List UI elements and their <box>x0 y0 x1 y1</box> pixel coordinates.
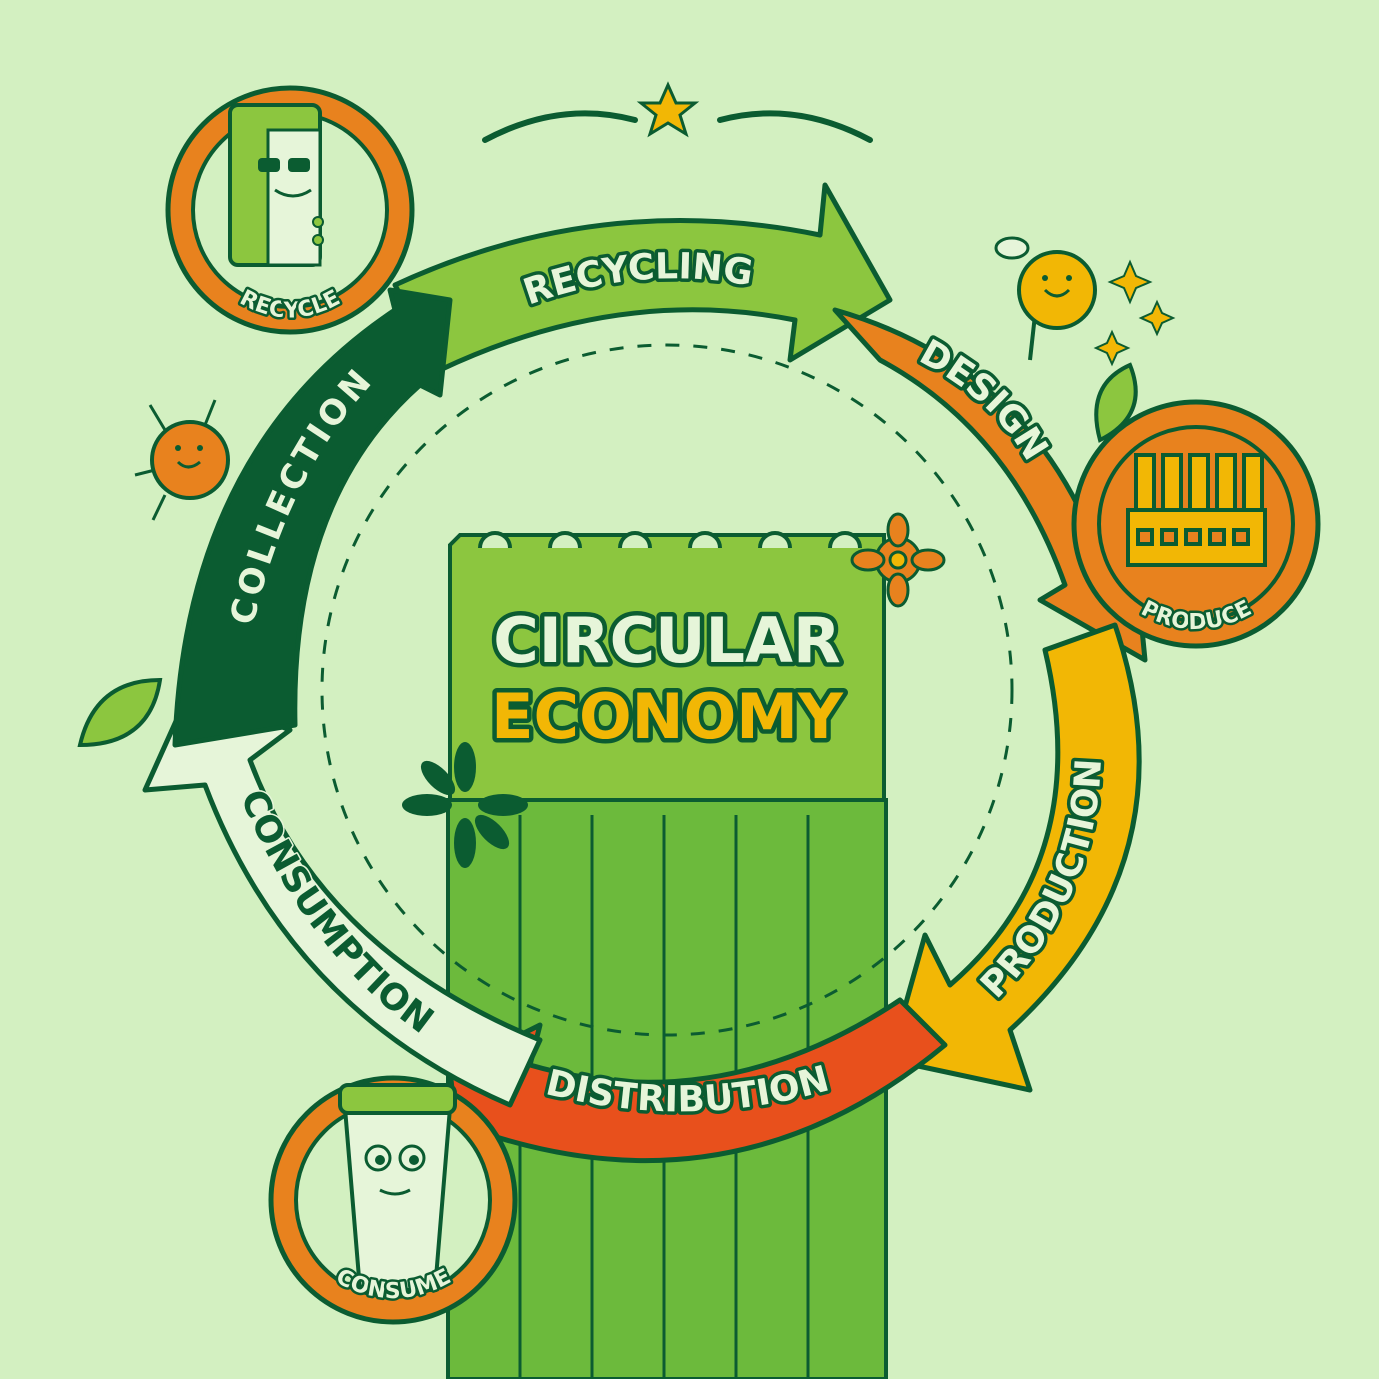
asterisk-icon <box>402 742 528 868</box>
arrow-collection <box>172 287 453 748</box>
flower-icon <box>850 512 946 608</box>
arrow-production <box>887 622 1142 1093</box>
sparkle-icon <box>1107 259 1153 305</box>
swirl-left-icon <box>482 110 638 143</box>
badge-produce: PRODUCE <box>1071 399 1321 649</box>
stage-label-design: DESIGN <box>913 332 1056 467</box>
recycling-bin-mascot-icon <box>228 103 324 267</box>
stage-label-consumption: CONSUMPTION <box>232 784 441 1042</box>
swirl-right-icon <box>717 110 873 143</box>
badge-recycle: RECYCLE <box>165 85 415 335</box>
arrow-recycling <box>392 182 893 373</box>
sparkle-icon <box>1093 329 1131 367</box>
title-line-2: ECONOMY <box>491 680 844 753</box>
badge-consume: CONSUME <box>268 1075 518 1325</box>
leaf-icon <box>77 677 163 748</box>
cycle-arrows <box>142 182 1148 1168</box>
factory-icon <box>1126 453 1267 567</box>
arrow-design <box>832 307 1148 663</box>
leaf-ring <box>320 343 1014 1037</box>
star-icon <box>636 81 700 138</box>
bug-mascot-icon <box>134 399 230 521</box>
cup-mascot-icon <box>338 1083 457 1292</box>
bee-mascot-icon <box>994 236 1097 361</box>
top-ornament <box>482 81 873 143</box>
sparkle-icon <box>1138 299 1176 337</box>
title-line-1: CIRCULAR <box>493 604 840 677</box>
